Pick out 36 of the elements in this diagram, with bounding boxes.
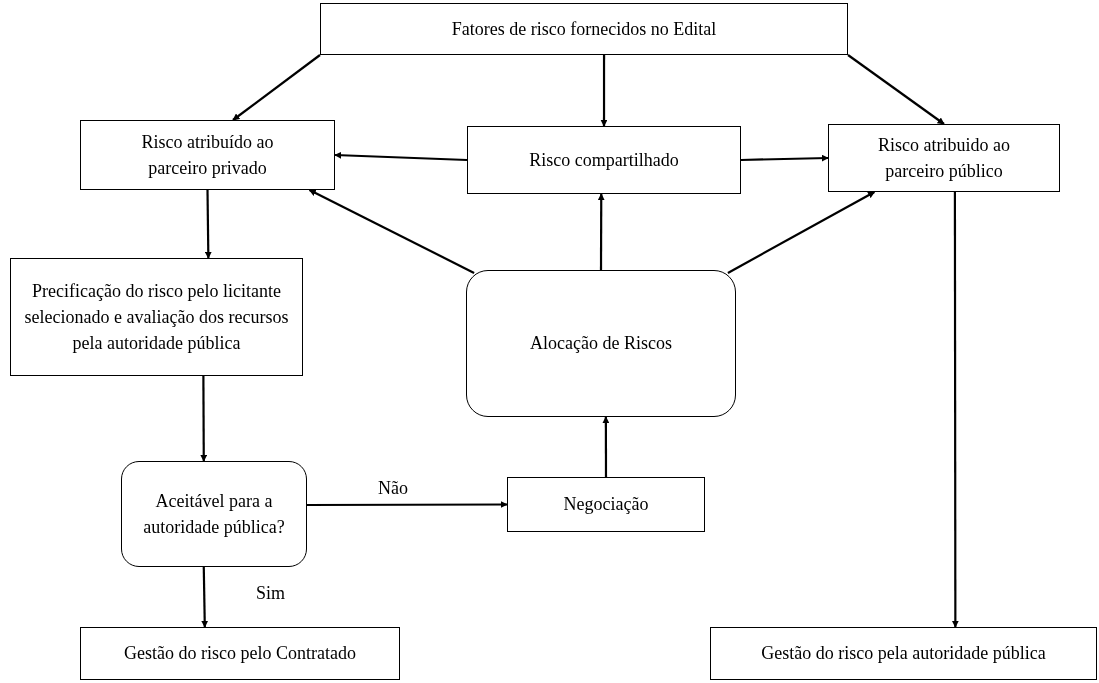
process-box	[507, 477, 705, 532]
process-box	[710, 627, 1097, 680]
arrow	[200, 376, 208, 462]
process-box	[10, 258, 303, 376]
edge-label: Sim	[256, 583, 285, 604]
node-text: Fatores de risco fornecidos no Edital	[450, 17, 718, 41]
node-text: Precificação do risco pelo licitante selecionado e avaliação dos recursos pela autoridade pública	[23, 279, 290, 356]
process-box	[828, 124, 1060, 192]
node-text: Alocação de Riscos	[529, 332, 673, 356]
node-text: Negociação	[562, 493, 650, 517]
arrow	[204, 190, 212, 259]
rounded-box	[121, 461, 307, 567]
edge-label: Não	[378, 478, 408, 499]
process-box	[320, 3, 848, 55]
arrow	[951, 192, 959, 628]
node-text: Risco compartilhado	[528, 148, 680, 172]
node-text: Risco atribuido ao parceiro público	[877, 133, 1011, 183]
arrow	[334, 151, 468, 162]
arrow	[201, 567, 209, 628]
process-box	[80, 627, 400, 680]
arrow	[597, 193, 605, 270]
arrow	[307, 501, 508, 508]
arrow	[602, 416, 610, 477]
rounded-box	[466, 270, 736, 417]
node-text: Aceitável para a autoridade pública?	[142, 489, 286, 539]
node-text: Gestão do risco pela autoridade pública	[760, 642, 1047, 666]
node-text: Gestão do risco pelo Contratado	[123, 642, 357, 666]
arrow	[232, 54, 321, 121]
process-box	[467, 126, 741, 194]
arrow	[600, 55, 608, 127]
node-text: Risco atribuído ao parceiro privado	[140, 130, 275, 180]
arrow	[740, 154, 829, 162]
process-box	[80, 120, 335, 190]
arrow	[727, 191, 875, 274]
arrow	[308, 189, 475, 274]
arrow	[847, 54, 945, 125]
